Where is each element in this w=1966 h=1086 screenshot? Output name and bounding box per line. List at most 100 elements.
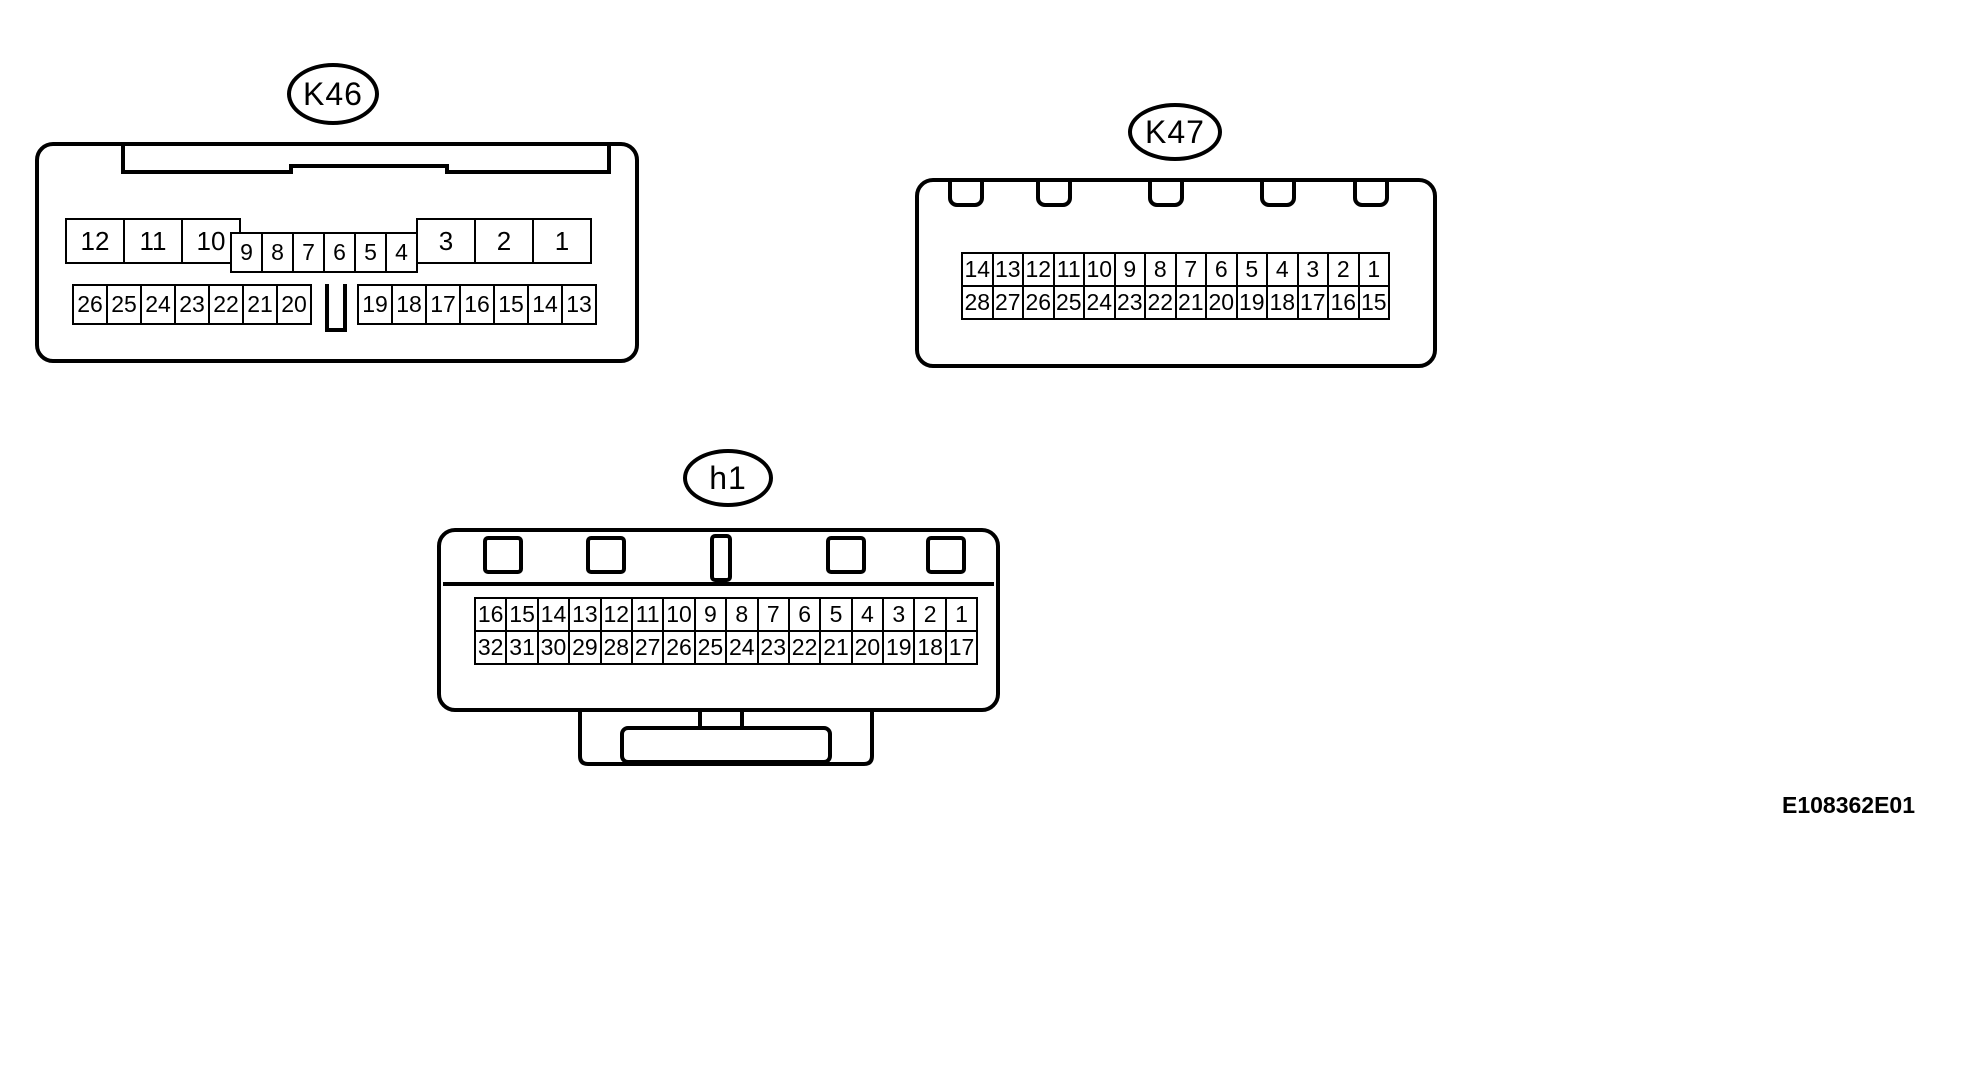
connector-k46-outline xyxy=(35,142,639,363)
pin-cell: 17 xyxy=(1296,285,1329,320)
pin-cell: 6 xyxy=(323,232,356,273)
h1-clip-window xyxy=(826,536,866,574)
pin-cell: 31 xyxy=(505,630,539,665)
pin-cell: 26 xyxy=(1022,285,1055,320)
connector-k47-name: K47 xyxy=(1145,113,1205,150)
pin-cell: 22 xyxy=(787,630,822,665)
pin-cell: 6 xyxy=(1205,252,1238,287)
pin-cell: 16 xyxy=(474,597,508,632)
pin-cell: 8 xyxy=(1144,252,1177,287)
k47-top-notch xyxy=(1260,180,1296,207)
connector-k46-name: K46 xyxy=(303,75,363,112)
pin-cell: 5 xyxy=(354,232,387,273)
pin-cell: 20 xyxy=(850,630,885,665)
figure-code: E108362E01 xyxy=(1782,792,1916,818)
pin-cell: 27 xyxy=(630,630,665,665)
pin-cell: 23 xyxy=(174,284,210,325)
pin-cell: 4 xyxy=(385,232,418,273)
pin-cell: 11 xyxy=(1052,252,1085,287)
pin-cell: 15 xyxy=(505,597,539,632)
pin-cell: 21 xyxy=(819,630,853,665)
pin-cell: 19 xyxy=(1235,285,1268,320)
pin-cell: 30 xyxy=(536,630,571,665)
pin-cell: 9 xyxy=(230,232,263,273)
h1-guide-key-slot xyxy=(710,534,732,582)
pin-cell: 2 xyxy=(474,218,534,264)
k47-outer-shell xyxy=(915,178,1437,368)
pin-cell: 12 xyxy=(65,218,125,264)
pin-cell: 3 xyxy=(1296,252,1329,287)
pin-cell: 20 xyxy=(276,284,312,325)
h1-bottom-tab-window xyxy=(620,726,832,764)
pin-cell: 14 xyxy=(527,284,563,325)
pin-cell: 1 xyxy=(1357,252,1390,287)
pin-cell: 23 xyxy=(1113,285,1146,320)
pin-cell: 13 xyxy=(561,284,597,325)
pin-cell: 21 xyxy=(242,284,278,325)
pin-cell: 1 xyxy=(944,597,979,632)
connector-h1-name: h1 xyxy=(709,459,747,496)
pin-cell: 22 xyxy=(208,284,244,325)
pin-cell: 10 xyxy=(1083,252,1116,287)
pin-cell: 1 xyxy=(532,218,592,264)
pin-cell: 11 xyxy=(123,218,183,264)
connector-k47-oval-label: K47 xyxy=(1128,103,1222,161)
pin-cell: 5 xyxy=(1235,252,1268,287)
pin-cell: 19 xyxy=(357,284,393,325)
pin-cell: 23 xyxy=(756,630,790,665)
pin-cell: 13 xyxy=(568,597,602,632)
pin-cell: 32 xyxy=(474,630,508,665)
pin-cell: 19 xyxy=(882,630,916,665)
pin-cell: 6 xyxy=(787,597,822,632)
pin-cell: 24 xyxy=(1083,285,1116,320)
pin-cell: 15 xyxy=(493,284,529,325)
pin-cell: 28 xyxy=(599,630,633,665)
pin-cell: 27 xyxy=(991,285,1024,320)
pin-cell: 3 xyxy=(882,597,916,632)
pin-cell: 15 xyxy=(1357,285,1390,320)
pin-cell: 17 xyxy=(425,284,461,325)
pin-cell: 12 xyxy=(599,597,633,632)
h1-clip-window xyxy=(483,536,523,574)
h1-bottom-tab-latch xyxy=(698,712,744,730)
pin-cell: 16 xyxy=(1327,285,1360,320)
pin-cell: 14 xyxy=(961,252,994,287)
pin-cell: 3 xyxy=(416,218,476,264)
pin-cell: 28 xyxy=(961,285,994,320)
pin-cell: 9 xyxy=(693,597,728,632)
k47-top-notch xyxy=(1036,180,1072,207)
pin-cell: 11 xyxy=(630,597,665,632)
connector-k46-oval-label: K46 xyxy=(287,63,379,125)
k46-center-slot xyxy=(325,284,347,332)
k46-outer-shell xyxy=(35,142,639,363)
pin-cell: 25 xyxy=(106,284,142,325)
pin-cell: 25 xyxy=(1052,285,1085,320)
pin-cell: 24 xyxy=(140,284,176,325)
pin-cell: 5 xyxy=(819,597,853,632)
pin-cell: 18 xyxy=(1266,285,1299,320)
pin-cell: 2 xyxy=(1327,252,1360,287)
pin-cell: 22 xyxy=(1144,285,1177,320)
pin-cell: 24 xyxy=(725,630,759,665)
k47-top-notch xyxy=(948,180,984,207)
pin-cell: 18 xyxy=(913,630,947,665)
pin-cell: 13 xyxy=(991,252,1024,287)
pin-cell: 2 xyxy=(913,597,947,632)
pin-cell: 9 xyxy=(1113,252,1146,287)
pin-cell: 20 xyxy=(1205,285,1238,320)
pin-cell: 8 xyxy=(725,597,759,632)
pin-cell: 21 xyxy=(1174,285,1207,320)
pin-cell: 26 xyxy=(72,284,108,325)
pin-cell: 8 xyxy=(261,232,294,273)
